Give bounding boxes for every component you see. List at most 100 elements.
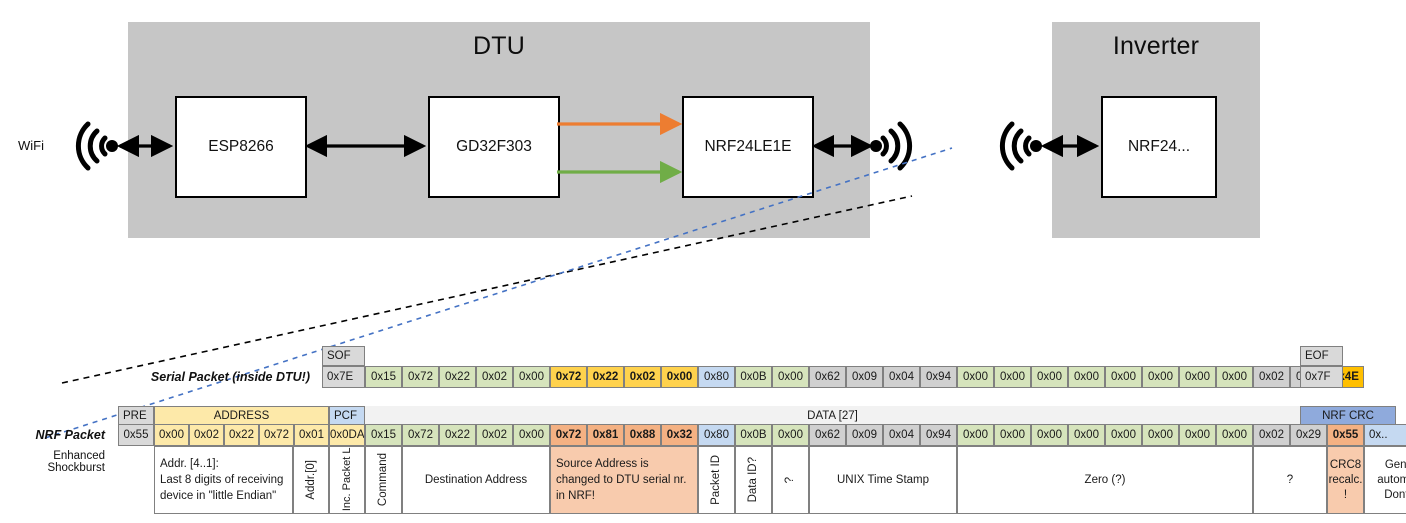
nrf-address-header: ADDRESS bbox=[154, 406, 329, 426]
nrf-byte-cell: 0x32 bbox=[661, 424, 698, 446]
chip-nrf24le1e[interactable]: NRF24LE1E bbox=[682, 96, 814, 198]
nrf-packet-label: NRF Packet bbox=[35, 428, 105, 442]
serial-sof-value: 0x7E bbox=[322, 366, 365, 388]
serial-byte-cell: 0x09 bbox=[846, 366, 883, 388]
desc-crc8-text: CRC8 recalc. ! bbox=[1328, 458, 1363, 501]
chip-gd32f303-label: GD32F303 bbox=[456, 138, 532, 155]
chip-nrf24le1e-label: NRF24LE1E bbox=[704, 138, 792, 155]
wifi-label: WiFi bbox=[18, 138, 44, 153]
dtu-title: DTU bbox=[473, 32, 525, 60]
serial-eof-value: 0x7F bbox=[1300, 366, 1343, 388]
desc-command: Command bbox=[365, 446, 402, 514]
serial-byte-cell: 0x15 bbox=[365, 366, 402, 388]
desc-address-text: Addr. [4..1]: Last 8 digits of receiving… bbox=[160, 458, 284, 502]
desc-q2: ? bbox=[1253, 446, 1327, 514]
desc-pcf: 9 Bit! Inc. Packet Length bbox=[329, 446, 365, 514]
desc-crc8: CRC8 recalc. ! bbox=[1327, 446, 1364, 514]
nrf-byte-cell: 0x00 bbox=[772, 424, 809, 446]
serial-byte-cell: 0x22 bbox=[439, 366, 476, 388]
nrf-byte-cell: 0x00 bbox=[1142, 424, 1179, 446]
desc-command-text: Command bbox=[377, 453, 389, 507]
serial-packet-label: Serial Packet (inside DTU!) bbox=[150, 370, 310, 384]
wifi-antenna-dot bbox=[106, 140, 118, 152]
nrf-byte-cell: 0x00 bbox=[1179, 424, 1216, 446]
serial-eof-header-row: EOF bbox=[1300, 346, 1343, 366]
nrf-crc-cells: 0x..0x.. bbox=[1364, 424, 1406, 446]
serial-byte-cell: 0x00 bbox=[661, 366, 698, 388]
nrf-pcf-value: 0x0DA bbox=[329, 424, 365, 446]
serial-byte-cell: 0x0B bbox=[735, 366, 772, 388]
serial-byte-cell: 0x00 bbox=[513, 366, 550, 388]
serial-byte-cell: 0x02 bbox=[1253, 366, 1290, 388]
desc-nrfcrc-text: Generated automatically. Dont Care! bbox=[1377, 458, 1406, 501]
desc-nrfcrc: Generated automatically. Dont Care! bbox=[1364, 446, 1406, 514]
nrf-byte-cell: 0x02 bbox=[1253, 424, 1290, 446]
nrf-byte-cell: 0x0B bbox=[735, 424, 772, 446]
serial-byte-cell: 0x02 bbox=[624, 366, 661, 388]
desc-pcf-text: 9 Bit! Inc. Packet Length bbox=[341, 446, 353, 514]
desc-q1-text: ? bbox=[784, 476, 796, 484]
nrf-address-byte-cell: 0x72 bbox=[259, 424, 294, 446]
rf-antenna-inverter-icon bbox=[999, 121, 1032, 171]
nrf-byte-cell: 0x88 bbox=[624, 424, 661, 446]
nrf-byte-cell: 0x80 bbox=[698, 424, 735, 446]
nrf-byte-cell: 0x22 bbox=[439, 424, 476, 446]
serial-byte-cell: 0x80 bbox=[698, 366, 735, 388]
nrf-byte-cell: 0x09 bbox=[846, 424, 883, 446]
serial-byte-cell: 0x00 bbox=[1216, 366, 1253, 388]
nrf-byte-cell: 0x00 bbox=[957, 424, 994, 446]
desc-zero-text: Zero (?) bbox=[1084, 474, 1126, 486]
serial-byte-cell: 0x00 bbox=[772, 366, 809, 388]
nrf-byte-cell: 0x72 bbox=[550, 424, 587, 446]
chip-esp8266-label: ESP8266 bbox=[208, 138, 274, 155]
inverter-enclosure: Inverter bbox=[1052, 22, 1260, 238]
serial-byte-cell: 0x00 bbox=[1031, 366, 1068, 388]
desc-address: Addr. [4..1]: Last 8 digits of receiving… bbox=[154, 446, 293, 514]
serial-byte-cell: 0x22 bbox=[587, 366, 624, 388]
rf-antenna-inverter-dot bbox=[1030, 140, 1042, 152]
nrf-address-byte-cell: 0x01 bbox=[294, 424, 329, 446]
desc-destination: Destination Address bbox=[402, 446, 550, 514]
chip-esp8266[interactable]: ESP8266 bbox=[175, 96, 307, 198]
nrf-byte-cell: 0x29 bbox=[1290, 424, 1327, 446]
desc-source-text: Source Address is changed to DTU serial … bbox=[556, 458, 687, 502]
nrf-data-header: DATA [27] bbox=[365, 406, 1300, 426]
desc-data-id-text: Data ID? bbox=[747, 457, 759, 503]
nrf-address-byte-cell: 0x22 bbox=[224, 424, 259, 446]
nrf-crc-header: NRF CRC bbox=[1300, 406, 1396, 426]
description-row: Addr. [4..1]: Last 8 digits of receiving… bbox=[118, 446, 1406, 514]
nrf-address-byte-cell: 0x00 bbox=[154, 424, 189, 446]
rf-antenna-dtu-icon bbox=[880, 121, 913, 171]
nrf-pre-header: PRE bbox=[118, 406, 154, 426]
serial-byte-cell: 0x62 bbox=[809, 366, 846, 388]
nrf-byte-cell: 0x81 bbox=[587, 424, 624, 446]
chip-nrf24[interactable]: NRF24... bbox=[1101, 96, 1217, 198]
serial-byte-cell: 0x72 bbox=[402, 366, 439, 388]
desc-spacer-pre bbox=[118, 446, 154, 514]
desc-unix-text: UNIX Time Stamp bbox=[836, 474, 930, 486]
nrf-byte-cell: 0x00 bbox=[1216, 424, 1253, 446]
nrf-pcf-header: PCF bbox=[329, 406, 365, 426]
desc-source: Source Address is changed to DTU serial … bbox=[550, 446, 698, 514]
desc-packet-id: Packet ID bbox=[698, 446, 735, 514]
serial-byte-cell: 0x00 bbox=[1105, 366, 1142, 388]
desc-addr0-text: Addr.[0] bbox=[304, 460, 317, 500]
serial-sof-value-row: 0x7E bbox=[322, 366, 365, 388]
nrf-byte-cell: 0x04 bbox=[883, 424, 920, 446]
nrf-byte-cell: 0x72 bbox=[402, 424, 439, 446]
nrf-byte-cell: 0x00 bbox=[1105, 424, 1142, 446]
chip-nrf24-label: NRF24... bbox=[1127, 138, 1190, 155]
serial-byte-cell: 0x02 bbox=[476, 366, 513, 388]
desc-zero: Zero (?) bbox=[957, 446, 1253, 514]
serial-header-row: SOF bbox=[322, 346, 365, 366]
serial-byte-cell: 0x00 bbox=[1068, 366, 1105, 388]
chip-gd32f303[interactable]: GD32F303 bbox=[428, 96, 560, 198]
serial-byte-cell: 0x72 bbox=[550, 366, 587, 388]
serial-eof-header: EOF bbox=[1300, 346, 1343, 366]
desc-data-id: Data ID? bbox=[735, 446, 772, 514]
serial-eof-value-row: 0x7F bbox=[1300, 366, 1343, 388]
nrf-byte-cell: 0x02 bbox=[476, 424, 513, 446]
